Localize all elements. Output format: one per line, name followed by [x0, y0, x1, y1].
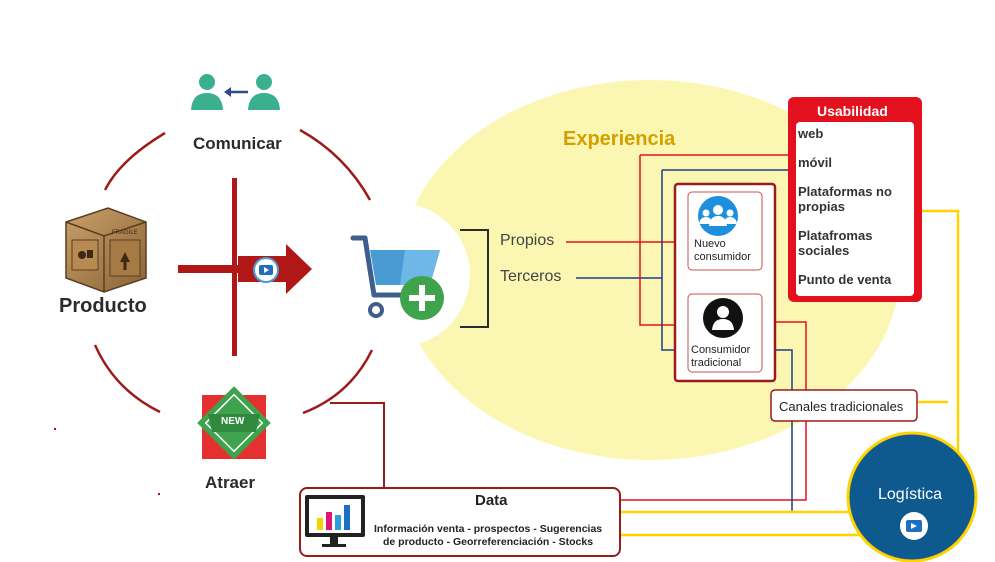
usability-list-panel: [796, 122, 914, 296]
usability-item-third-party-platforms: Plataformas no propias: [798, 184, 892, 214]
traditional-channels-label: Canales tradicionales: [779, 399, 904, 414]
box-fragile-text: FRAGILE: [112, 230, 138, 236]
cycle-arcs: [93, 128, 374, 415]
new-badge-icon: [197, 386, 271, 460]
new-badge-text: NEW: [221, 416, 245, 427]
data-description-line2: de producto - Georreferenciación - Stock…: [383, 536, 594, 548]
logistics-label: Logística: [878, 486, 943, 503]
flow-arrow: [178, 178, 312, 356]
data-box: [299, 487, 621, 557]
stray-mark: [158, 493, 160, 495]
product-label: Producto: [59, 295, 147, 317]
stray-mark: [54, 428, 56, 430]
person-icon: [703, 298, 743, 338]
traditional-consumer-label: Consumidor tradicional: [691, 344, 751, 369]
own-channel-label: Propios: [500, 232, 555, 249]
usability-list: web móvil Plataformas no propias Platafr…: [798, 126, 910, 301]
cardboard-box-icon: [65, 207, 147, 293]
experience-title: Experiencia: [563, 128, 676, 150]
communicate-label: Comunicar: [193, 134, 282, 153]
channel-bracket: [460, 229, 489, 328]
usability-item-mobile: móvil: [798, 155, 832, 170]
new-consumer-label: Nuevo consumidor: [694, 238, 751, 263]
monitor-chart-icon: [305, 495, 365, 547]
usability-item-web: web: [798, 126, 824, 141]
people-arrow-icon: [191, 74, 280, 110]
data-description-line1: Información venta - prospectos - Sugeren…: [374, 523, 603, 535]
usability-item-social-platforms: Platafromas sociales: [798, 228, 873, 258]
attract-label: Atraer: [205, 473, 256, 492]
shopping-cart-plus-icon: [350, 235, 444, 320]
usability-title: Usabilidad: [817, 103, 888, 119]
logistics-circle: [846, 431, 978, 562]
group-icon: [698, 196, 738, 236]
usability-item-point-of-sale: Punto de venta: [798, 272, 892, 287]
data-title: Data: [475, 492, 508, 509]
play-icon[interactable]: [900, 512, 928, 540]
traditional-channels-box: [770, 389, 918, 422]
play-icon[interactable]: [253, 257, 279, 283]
third-party-channel-label: Terceros: [500, 268, 562, 285]
